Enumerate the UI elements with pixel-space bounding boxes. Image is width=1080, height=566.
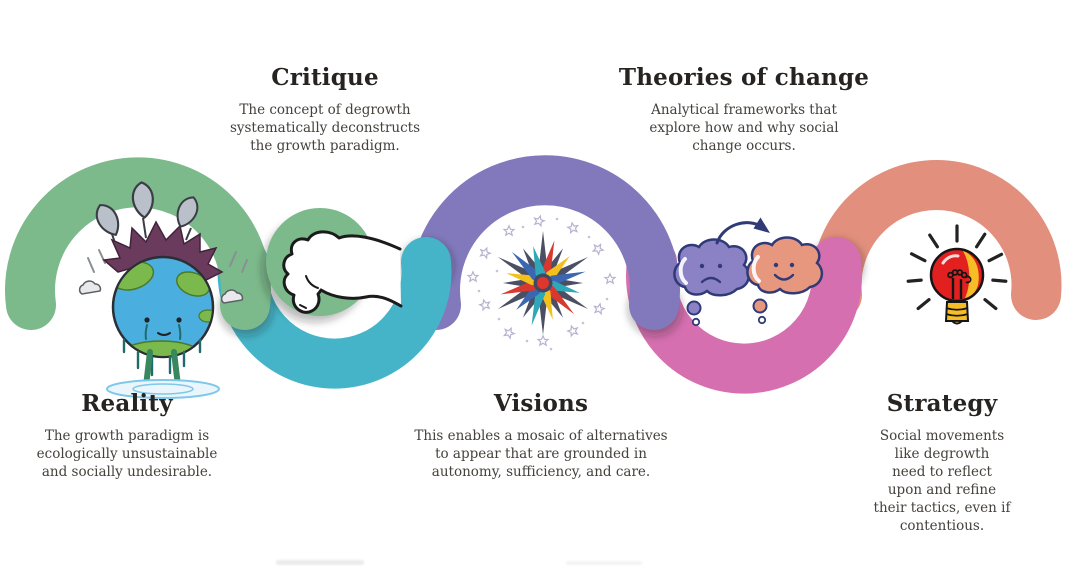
arrowhead (753, 217, 770, 233)
stage-title: Visions (493, 390, 589, 417)
stage-description-line: Social movements like degrowth (879, 427, 1005, 462)
stage-description-line: The concept of degrowth (239, 101, 411, 118)
stage-label-strategy: Strategy Social movements like degrowth … (873, 390, 1011, 535)
stage-label-theories-of-change: Theories of change Analytical frameworks… (619, 64, 869, 155)
stage-description-line: autonomy, sufficiency, and care. (431, 463, 651, 480)
stage-description-line: explore how and why social (649, 119, 839, 136)
stage-description-line: their tactics, even if contentious. (873, 499, 1011, 534)
lightbulb-icon (906, 224, 1008, 325)
stage-description-line: The growth paradigm is (44, 427, 210, 444)
fist (947, 269, 972, 299)
stage-description-line: Analytical frameworks that (651, 101, 837, 118)
stage-label-reality: Reality The growth paradigm is ecologica… (37, 390, 218, 481)
thumbs-down-icon (282, 230, 403, 314)
stage-description-line: systematically deconstructs (229, 119, 421, 136)
cropped-text-remnant (566, 561, 642, 565)
sad-cloud (673, 238, 751, 327)
thought-clouds-icon (673, 217, 824, 327)
stage-description-line: need to reflect upon and refine (887, 463, 997, 498)
stage-label-critique: Critique The concept of degrowth systema… (230, 64, 420, 155)
scatter-dots (477, 217, 609, 351)
change-arrow (715, 221, 764, 245)
stage-description-line: ecologically unsustainable (36, 445, 218, 462)
stage-description-line: This enables a mosaic of alternatives (414, 427, 668, 444)
arc-reality (5, 157, 271, 330)
happy-cloud (746, 236, 824, 325)
stage-label-visions: Visions This enables a mosaic of alterna… (414, 390, 667, 481)
stage-description-line: change occurs. (692, 137, 796, 154)
stage-title: Critique (271, 64, 379, 91)
stage-title: Reality (81, 390, 173, 417)
stage-title: Strategy (886, 390, 998, 417)
color-spikes (500, 240, 586, 326)
small-cloud (220, 289, 244, 304)
small-cloud (78, 280, 102, 295)
stage-title: Theories of change (618, 64, 870, 91)
starburst-icon (467, 214, 616, 351)
stage-description-line: to appear that are grounded in (435, 445, 647, 462)
stage-description-line: the growth paradigm. (250, 137, 400, 154)
cropped-text-remnant (276, 560, 364, 565)
stage-description-line: and socially undesirable. (41, 463, 213, 480)
crying-earth-icon (78, 180, 248, 399)
rays (906, 224, 1008, 311)
